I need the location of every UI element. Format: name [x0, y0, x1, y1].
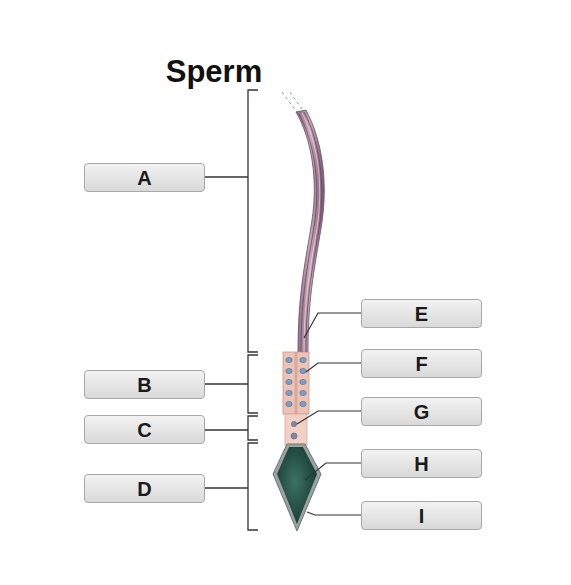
- label-box: C: [84, 415, 205, 444]
- mitochondrion: [300, 357, 306, 362]
- mitochondrion: [286, 401, 292, 406]
- label-box: F: [361, 349, 482, 378]
- label-box: D: [84, 474, 205, 503]
- mitochondrion: [286, 357, 292, 362]
- label-box: I: [361, 501, 482, 530]
- label-box: H: [361, 449, 482, 478]
- label-letter: G: [414, 402, 430, 422]
- label-letter: B: [137, 375, 151, 395]
- label-box: B: [84, 370, 205, 399]
- mitochondrion: [286, 390, 292, 395]
- head: [273, 444, 321, 531]
- neck: [285, 414, 307, 445]
- label-letter: C: [137, 420, 151, 440]
- diagram-title: Sperm: [166, 56, 262, 87]
- label-letter: F: [415, 354, 427, 374]
- midpiece: [283, 352, 309, 414]
- bracket: [205, 90, 258, 530]
- label-box: E: [361, 299, 482, 328]
- label-letter: I: [419, 506, 425, 526]
- label-box: G: [361, 397, 482, 426]
- label-letter: A: [137, 168, 151, 188]
- mitochondrion: [300, 379, 306, 384]
- label-letter: D: [137, 479, 151, 499]
- mitochondrion: [300, 401, 306, 406]
- leader-line: [297, 313, 361, 515]
- mitochondrion: [286, 368, 292, 373]
- mitochondria: [286, 357, 306, 406]
- label-box: A: [84, 163, 205, 192]
- mitochondrion: [300, 368, 306, 373]
- label-letter: H: [414, 454, 428, 474]
- mitochondrion: [286, 379, 292, 384]
- label-letter: E: [415, 304, 428, 324]
- mitochondrion: [300, 390, 306, 395]
